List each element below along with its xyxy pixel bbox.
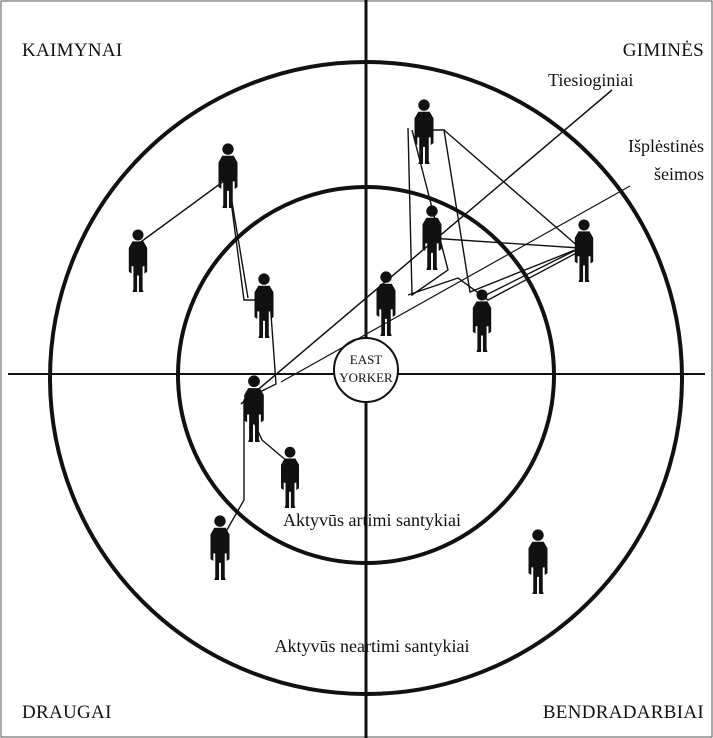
person-figure <box>574 219 594 282</box>
person-figure <box>422 205 442 270</box>
direct-line-parallel <box>280 185 631 383</box>
inner-ring-label: Aktyvūs artimi santykiai <box>283 510 461 530</box>
direct-label: Tiesioginiai <box>548 70 633 90</box>
person-figure <box>414 99 434 164</box>
quadrant-label-top-right: GIMINĖS <box>623 40 704 61</box>
person-figure <box>528 529 548 594</box>
person-figure <box>281 446 299 508</box>
extended-family-label-line1: Išplėstinės <box>628 136 704 156</box>
connection-lines <box>137 127 583 536</box>
person-figure <box>472 289 492 352</box>
quadrant-label-bottom-left: DRAUGAI <box>22 702 112 723</box>
person-figure <box>218 143 238 208</box>
center-circle <box>333 337 399 403</box>
inner-ring <box>176 185 556 565</box>
outer-ring-label: Aktyvūs neartimi santykiai <box>275 636 470 656</box>
center-label-line2: YORKER <box>339 370 393 385</box>
extended-family-label-line2: šeimos <box>654 164 704 184</box>
person-figure <box>244 375 264 442</box>
center-label-line1: EAST <box>350 352 383 367</box>
person-figure <box>210 515 230 580</box>
quadrant-label-bottom-right: BENDRADARBIAI <box>543 702 704 723</box>
person-figure <box>254 273 274 338</box>
outer-ring <box>48 60 684 696</box>
direct-line <box>240 89 613 405</box>
quadrant-label-top-left: KAIMYNAI <box>22 40 123 61</box>
